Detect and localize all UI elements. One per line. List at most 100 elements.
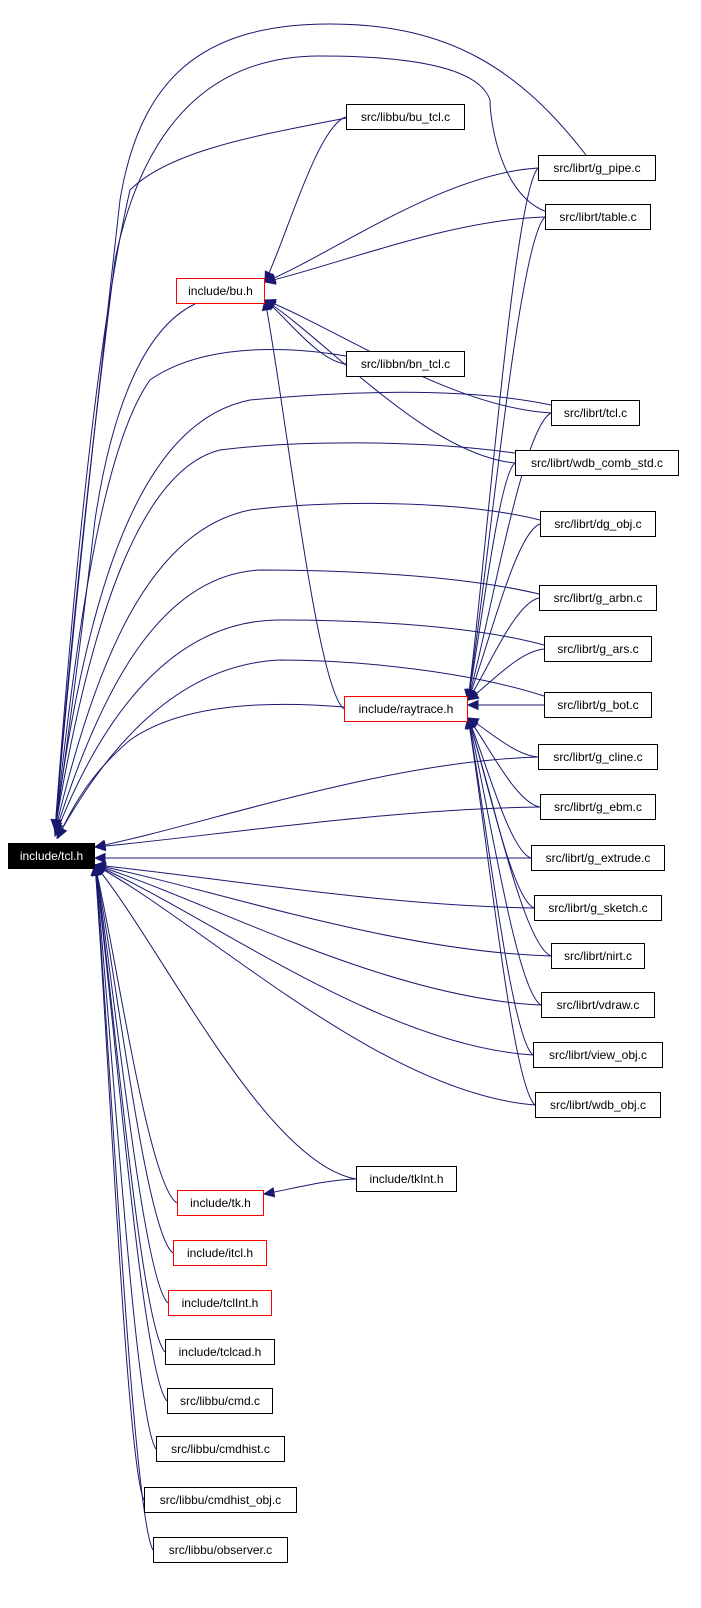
edge-arrowhead-icon bbox=[466, 689, 480, 701]
node-cmd-c[interactable]: src/libbu/cmd.c bbox=[167, 1388, 273, 1414]
node-wdb-comb-std-c[interactable]: src/librt/wdb_comb_std.c bbox=[515, 450, 679, 476]
node-vdraw-c[interactable]: src/librt/vdraw.c bbox=[541, 992, 655, 1018]
node-tclInt-h[interactable]: include/tclInt.h bbox=[168, 1290, 272, 1316]
edge-bn-tcl-c-to-tcl-h bbox=[54, 349, 347, 831]
node-g-ebm-c[interactable]: src/librt/g_ebm.c bbox=[540, 794, 656, 820]
node-label: src/librt/wdb_obj.c bbox=[549, 1098, 647, 1112]
edge-view-obj-c-to-raytrace-h bbox=[467, 717, 534, 1056]
node-itcl-h[interactable]: include/itcl.h bbox=[173, 1240, 267, 1266]
edge-itcl-h-to-tcl-h bbox=[94, 864, 174, 1254]
node-cmdhist-c[interactable]: src/libbu/cmdhist.c bbox=[156, 1436, 285, 1462]
node-label: src/libbu/cmdhist.c bbox=[171, 1442, 270, 1456]
node-tk-h[interactable]: include/tk.h bbox=[177, 1190, 264, 1216]
node-label: src/librt/view_obj.c bbox=[548, 1048, 648, 1062]
edge-cmdhist-obj-c-to-tcl-h bbox=[94, 864, 145, 1501]
node-label: src/librt/g_extrude.c bbox=[545, 851, 651, 865]
edge-g-arbn-c-to-tcl-h bbox=[54, 569, 540, 835]
node-label: src/libbu/bu_tcl.c bbox=[360, 110, 451, 124]
edge-arrowhead-icon bbox=[50, 819, 62, 832]
node-label: src/librt/g_ars.c bbox=[557, 642, 639, 656]
edge-arrowhead-icon bbox=[262, 1187, 276, 1198]
node-label: src/libbu/observer.c bbox=[168, 1543, 273, 1557]
node-bu-tcl-c[interactable]: src/libbu/bu_tcl.c bbox=[346, 104, 465, 130]
node-label: src/libbu/cmd.c bbox=[179, 1394, 261, 1408]
node-tcl-c[interactable]: src/librt/tcl.c bbox=[551, 400, 640, 426]
edge-g-cline-c-to-tcl-h bbox=[94, 756, 539, 848]
node-label: include/tcl.h bbox=[19, 849, 84, 863]
node-g-sketch-c[interactable]: src/librt/g_sketch.c bbox=[534, 895, 662, 921]
node-label: src/librt/dg_obj.c bbox=[554, 517, 642, 531]
edge-wdb-comb-std-c-to-bu-h bbox=[264, 299, 516, 464]
edge-arrowhead-icon bbox=[57, 826, 68, 840]
node-label: src/libbn/bn_tcl.c bbox=[360, 357, 451, 371]
node-raytrace-h[interactable]: include/raytrace.h bbox=[344, 696, 468, 722]
node-label: src/librt/table.c bbox=[559, 210, 637, 224]
edge-cmdhist-c-to-tcl-h bbox=[94, 864, 157, 1450]
edge-dg-obj-c-to-raytrace-h bbox=[467, 523, 541, 701]
edge-g-ebm-c-to-tcl-h bbox=[94, 806, 541, 848]
edge-raytrace-h-to-tcl-h bbox=[57, 703, 345, 839]
node-label: include/tk.h bbox=[190, 1196, 251, 1210]
edge-bu-tcl-c-to-tcl-h bbox=[54, 117, 347, 831]
node-g-ars-c[interactable]: src/librt/g_ars.c bbox=[544, 636, 652, 662]
edge-arrowhead-icon bbox=[263, 274, 277, 285]
edge-dg-obj-c-to-tcl-h bbox=[54, 502, 541, 833]
node-label: include/tkInt.h bbox=[369, 1172, 444, 1186]
edge-wdb-obj-c-to-raytrace-h bbox=[467, 717, 536, 1106]
node-label: src/librt/g_sketch.c bbox=[548, 901, 648, 915]
edge-g-sketch-c-to-tcl-h bbox=[94, 864, 535, 909]
node-label: src/librt/g_pipe.c bbox=[553, 161, 641, 175]
edge-wdb-obj-c-to-tcl-h bbox=[94, 864, 536, 1106]
node-label: src/libbu/cmdhist_obj.c bbox=[159, 1493, 282, 1507]
edge-g-bot-c-to-tcl-h bbox=[56, 659, 545, 839]
edge-raytrace-h-to-bu-h bbox=[264, 299, 345, 710]
node-label: include/raytrace.h bbox=[358, 702, 454, 716]
edge-tcl-c-to-raytrace-h bbox=[467, 412, 552, 701]
node-g-bot-c[interactable]: src/librt/g_bot.c bbox=[544, 692, 652, 718]
node-g-extrude-c[interactable]: src/librt/g_extrude.c bbox=[531, 845, 665, 871]
edge-g-arbn-c-to-raytrace-h bbox=[467, 597, 540, 701]
node-label: src/librt/tcl.c bbox=[563, 406, 628, 420]
node-cmdhist-obj-c[interactable]: src/libbu/cmdhist_obj.c bbox=[144, 1487, 297, 1513]
node-observer-c[interactable]: src/libbu/observer.c bbox=[153, 1537, 288, 1563]
edge-g-extrude-c-to-raytrace-h bbox=[467, 717, 532, 859]
edge-vdraw-c-to-raytrace-h bbox=[467, 717, 542, 1006]
node-dg-obj-c[interactable]: src/librt/dg_obj.c bbox=[540, 511, 656, 537]
node-wdb-obj-c[interactable]: src/librt/wdb_obj.c bbox=[535, 1092, 661, 1118]
edge-tkInt-h-to-tcl-h bbox=[94, 864, 357, 1180]
node-label: src/librt/g_ebm.c bbox=[553, 800, 643, 814]
node-label: src/librt/nirt.c bbox=[563, 949, 632, 963]
edge-table-c-to-raytrace-h bbox=[467, 216, 546, 701]
node-tkInt-h[interactable]: include/tkInt.h bbox=[356, 1166, 457, 1192]
node-label: src/librt/wdb_comb_std.c bbox=[530, 456, 664, 470]
edge-nirt-c-to-raytrace-h bbox=[467, 717, 552, 957]
edge-wdb-comb-std-c-to-tcl-h bbox=[54, 442, 516, 831]
edge-g-pipe-c-to-bu-h bbox=[264, 167, 539, 283]
node-bu-h[interactable]: include/bu.h bbox=[176, 278, 265, 304]
node-label: src/librt/g_cline.c bbox=[553, 750, 643, 764]
edge-tclInt-h-to-tcl-h bbox=[94, 864, 169, 1304]
edge-vdraw-c-to-tcl-h bbox=[94, 864, 542, 1006]
node-label: include/bu.h bbox=[188, 284, 253, 298]
node-nirt-c[interactable]: src/librt/nirt.c bbox=[551, 943, 645, 969]
node-label: include/tclInt.h bbox=[181, 1296, 259, 1310]
edge-tk-h-to-tcl-h bbox=[94, 864, 178, 1204]
edge-nirt-c-to-tcl-h bbox=[94, 864, 552, 957]
node-g-arbn-c[interactable]: src/librt/g_arbn.c bbox=[539, 585, 657, 611]
node-label: src/librt/g_arbn.c bbox=[553, 591, 643, 605]
node-view-obj-c[interactable]: src/librt/view_obj.c bbox=[533, 1042, 663, 1068]
node-table-c[interactable]: src/librt/table.c bbox=[545, 204, 651, 230]
node-g-pipe-c[interactable]: src/librt/g_pipe.c bbox=[538, 155, 656, 181]
edge-table-c-to-bu-h bbox=[264, 216, 546, 283]
edge-g-pipe-c-to-tcl-h bbox=[54, 23, 587, 831]
node-bn-tcl-c[interactable]: src/libbn/bn_tcl.c bbox=[346, 351, 465, 377]
node-g-cline-c[interactable]: src/librt/g_cline.c bbox=[538, 744, 658, 770]
dependency-edges bbox=[50, 23, 587, 1551]
edge-wdb-comb-std-c-to-raytrace-h bbox=[467, 462, 516, 701]
node-tclcad-h[interactable]: include/tclcad.h bbox=[165, 1339, 275, 1365]
edge-bu-tcl-c-to-bu-h bbox=[264, 116, 347, 283]
edge-arrowhead-icon bbox=[466, 699, 479, 711]
edge-cmd-c-to-tcl-h bbox=[94, 864, 168, 1402]
node-label: include/itcl.h bbox=[186, 1246, 254, 1260]
